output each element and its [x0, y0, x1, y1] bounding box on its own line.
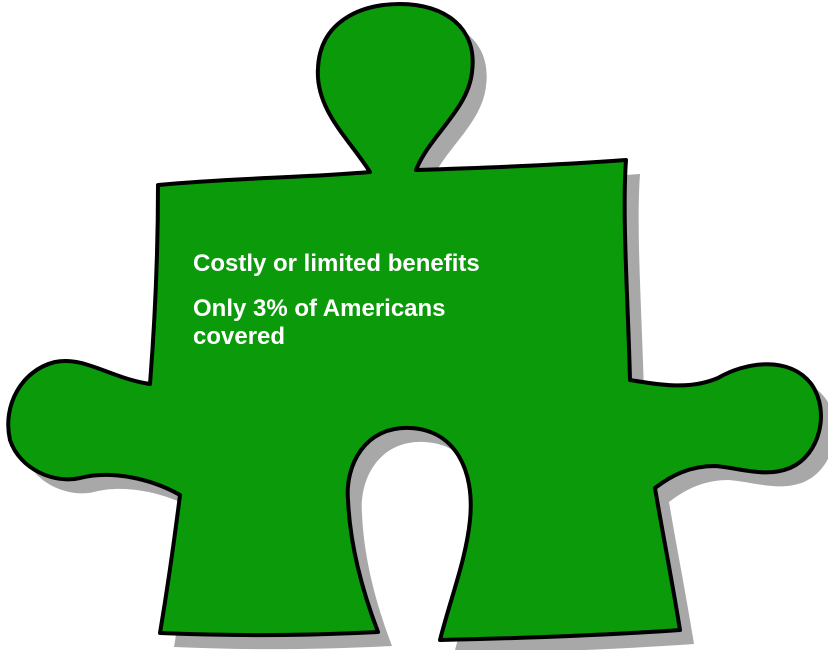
puzzle-text-line-1: Costly or limited benefits	[193, 250, 480, 277]
puzzle-text-line-2: Only 3% of Americans covered	[193, 295, 446, 350]
puzzle-text-block: Costly or limited benefits Only 3% of Am…	[193, 250, 593, 368]
puzzle-piece-body	[6, 2, 823, 642]
